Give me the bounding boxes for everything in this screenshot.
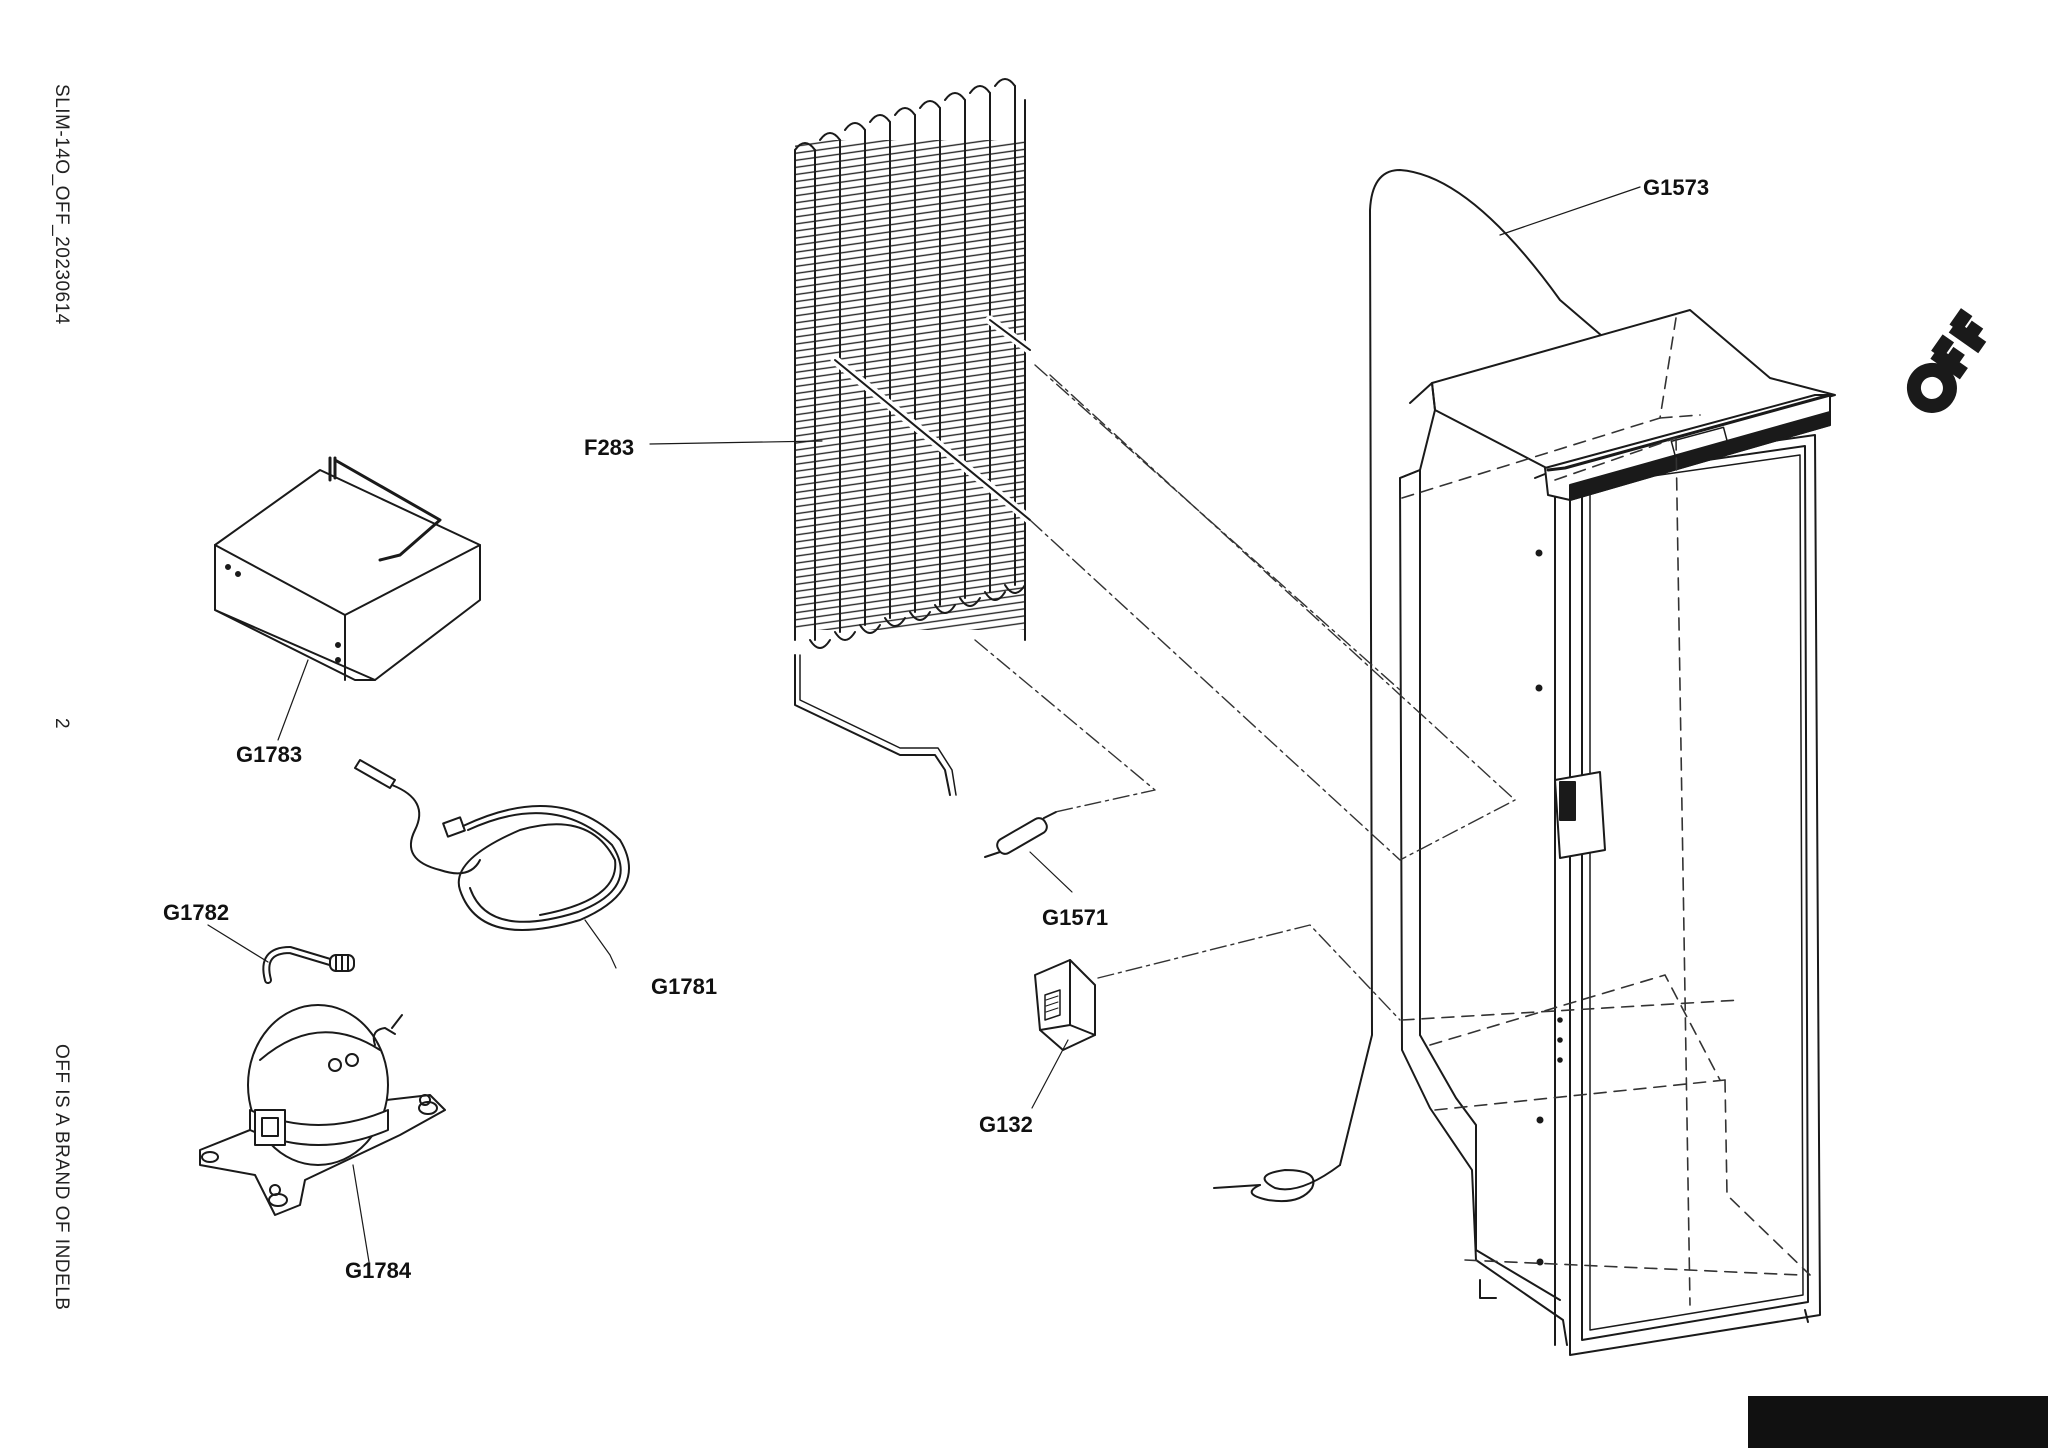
brand-note: OFF IS A BRAND OF INDELB xyxy=(51,1044,72,1311)
label-g1784: G1784 xyxy=(345,1258,412,1283)
label-g1573: G1573 xyxy=(1643,175,1709,200)
label-g1781: G1781 xyxy=(651,974,717,999)
capillary-tube xyxy=(1213,169,1701,1203)
relay-unit xyxy=(1034,959,1096,1051)
leader-lines xyxy=(207,186,1641,1263)
refrigerator-cabinet xyxy=(1399,309,1836,1356)
label-g1571: G1571 xyxy=(1042,905,1108,930)
label-g132: G132 xyxy=(979,1112,1033,1137)
condenser-coil xyxy=(794,78,1035,796)
connector-tube xyxy=(262,946,355,984)
page-number: 2 xyxy=(51,718,72,730)
hidden-edges xyxy=(1401,317,1811,1306)
footer-block xyxy=(1748,1396,2048,1448)
label-f283: F283 xyxy=(584,435,634,460)
filter-drier xyxy=(984,811,1057,858)
assembly-lines xyxy=(974,364,1516,1021)
off-logo xyxy=(1906,308,1987,413)
compressor xyxy=(199,1004,446,1216)
label-g1782: G1782 xyxy=(163,900,229,925)
label-g1783: G1783 xyxy=(236,742,302,767)
document-code: SLIM-14O_OFF_20230614 xyxy=(51,84,72,325)
thermostat-sensor-cable xyxy=(354,759,630,931)
compressor-cover xyxy=(214,456,481,681)
